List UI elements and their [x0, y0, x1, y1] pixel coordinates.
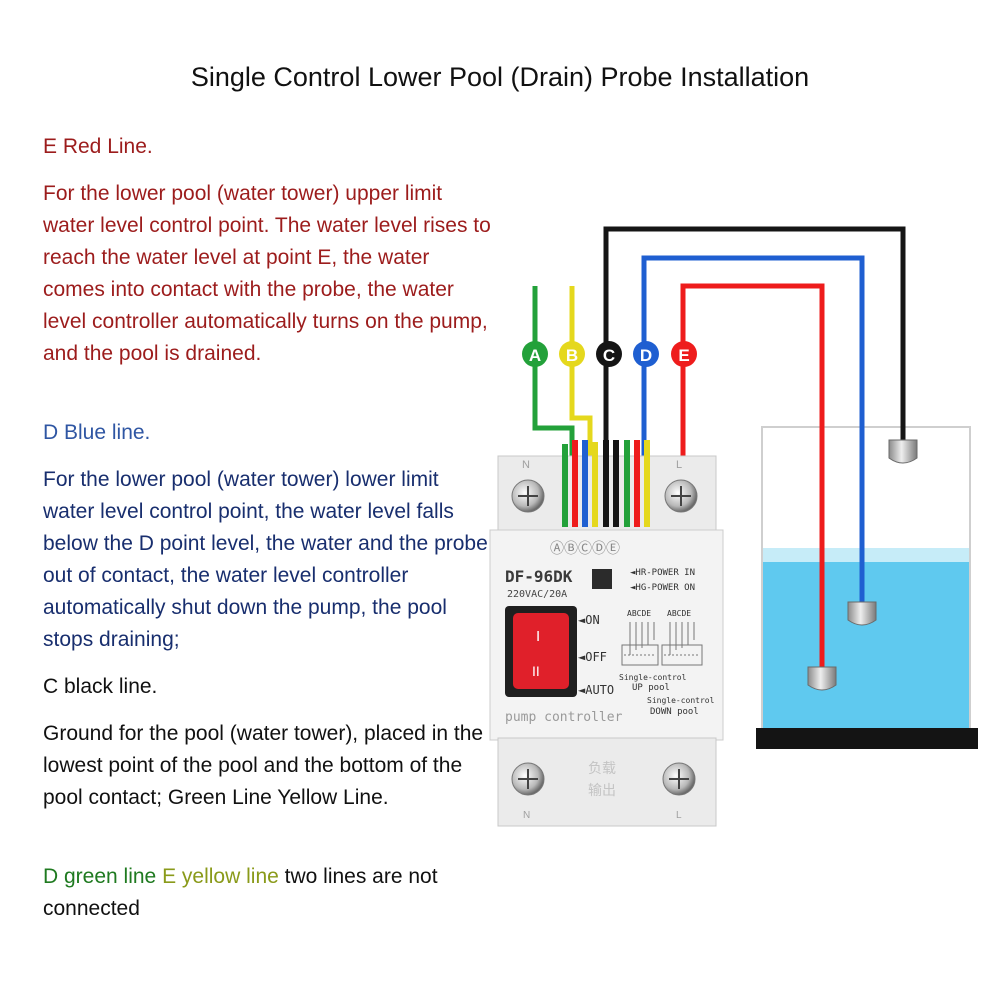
wire-badge-d: D	[633, 341, 659, 367]
brand-label: pump controller	[505, 710, 623, 725]
switch-label-bottom: II	[532, 663, 540, 679]
wire-label-a: A	[529, 346, 541, 365]
c-black-line-heading: C black line.	[43, 675, 158, 698]
wire-label-d: D	[640, 346, 652, 365]
water-tank	[756, 426, 978, 749]
load-label-line-1: 负载	[588, 760, 616, 776]
probe-c	[888, 439, 918, 464]
wire-badge-e: E	[671, 341, 697, 367]
rating-label: 220VAC/20A	[507, 589, 567, 600]
c-black-line-description: Ground for the pool (water tower), place…	[43, 722, 484, 809]
power-indicator-window	[592, 569, 612, 589]
single-down-label-1: Single-control	[647, 696, 715, 705]
indicator-hr-label: ◄HR-POWER IN	[630, 568, 695, 578]
wire-badge-a: A	[522, 341, 548, 367]
terminal-l-top: L	[676, 459, 682, 471]
mini-wiring-diagram	[621, 622, 703, 666]
red-wire	[680, 283, 825, 667]
wire-label-c: C	[603, 346, 615, 365]
terminal-n-bottom: N	[523, 810, 530, 821]
wire-badge-b: B	[559, 341, 585, 367]
diagram-letters-up: ABCDE	[627, 609, 651, 618]
d-blue-line-description: For the lower pool (water tower) lower l…	[43, 468, 488, 651]
e-red-line-description: For the lower pool (water tower) upper l…	[43, 182, 491, 365]
mode-off-label: ◄OFF	[578, 650, 607, 664]
switch-label-top: I	[536, 628, 540, 645]
load-label-line-2: 输出	[588, 782, 616, 798]
yellow-wire	[569, 286, 593, 465]
terminal-l-bottom: L	[676, 810, 682, 821]
d-blue-line-heading: D Blue line.	[43, 421, 151, 444]
model-label: DF-96DK	[505, 567, 573, 586]
e-red-line-heading: E Red Line.	[43, 135, 153, 158]
wire-label-b: B	[566, 346, 578, 365]
mode-auto-label: ◄AUTO	[578, 683, 614, 697]
yellow-line-note: E yellow line	[162, 865, 279, 888]
terminal-n-top: N	[522, 459, 530, 471]
indicator-hg-label: ◄HG-POWER ON	[630, 583, 695, 593]
mode-switch-rocker[interactable]	[513, 613, 569, 689]
single-up-label-2: UP pool	[632, 683, 670, 693]
probe-d	[847, 601, 877, 626]
single-down-label-2: DOWN pool	[650, 707, 699, 717]
not-connected-note: two lines are not connected	[43, 865, 438, 920]
diagram-letters-down: ABCDE	[667, 609, 691, 618]
device-lower-housing	[497, 737, 717, 827]
wire-badge-c: C	[596, 341, 622, 367]
tank-base	[756, 728, 978, 749]
wire-label-e: E	[678, 346, 689, 365]
page-title: Single Control Lower Pool (Drain) Probe …	[190, 62, 810, 92]
water-fill	[762, 557, 970, 729]
water-surface	[762, 548, 970, 562]
probe-e	[807, 666, 837, 691]
green-wire	[532, 286, 575, 465]
single-up-label-1: Single-control	[619, 673, 687, 682]
green-line-note: D green line	[43, 865, 157, 888]
unconnected-lines-note: D green line E yellow line two lines are…	[43, 861, 493, 925]
mode-on-label: ◄ON	[578, 613, 600, 627]
terminal-letter-row: ⒶⒷⒸⒹⒺ	[550, 540, 620, 556]
pump-controller-device: N L ⒶⒷⒸⒹⒺ DF-96DK 220VAC/20A ◄HR-POWER I…	[489, 440, 724, 827]
